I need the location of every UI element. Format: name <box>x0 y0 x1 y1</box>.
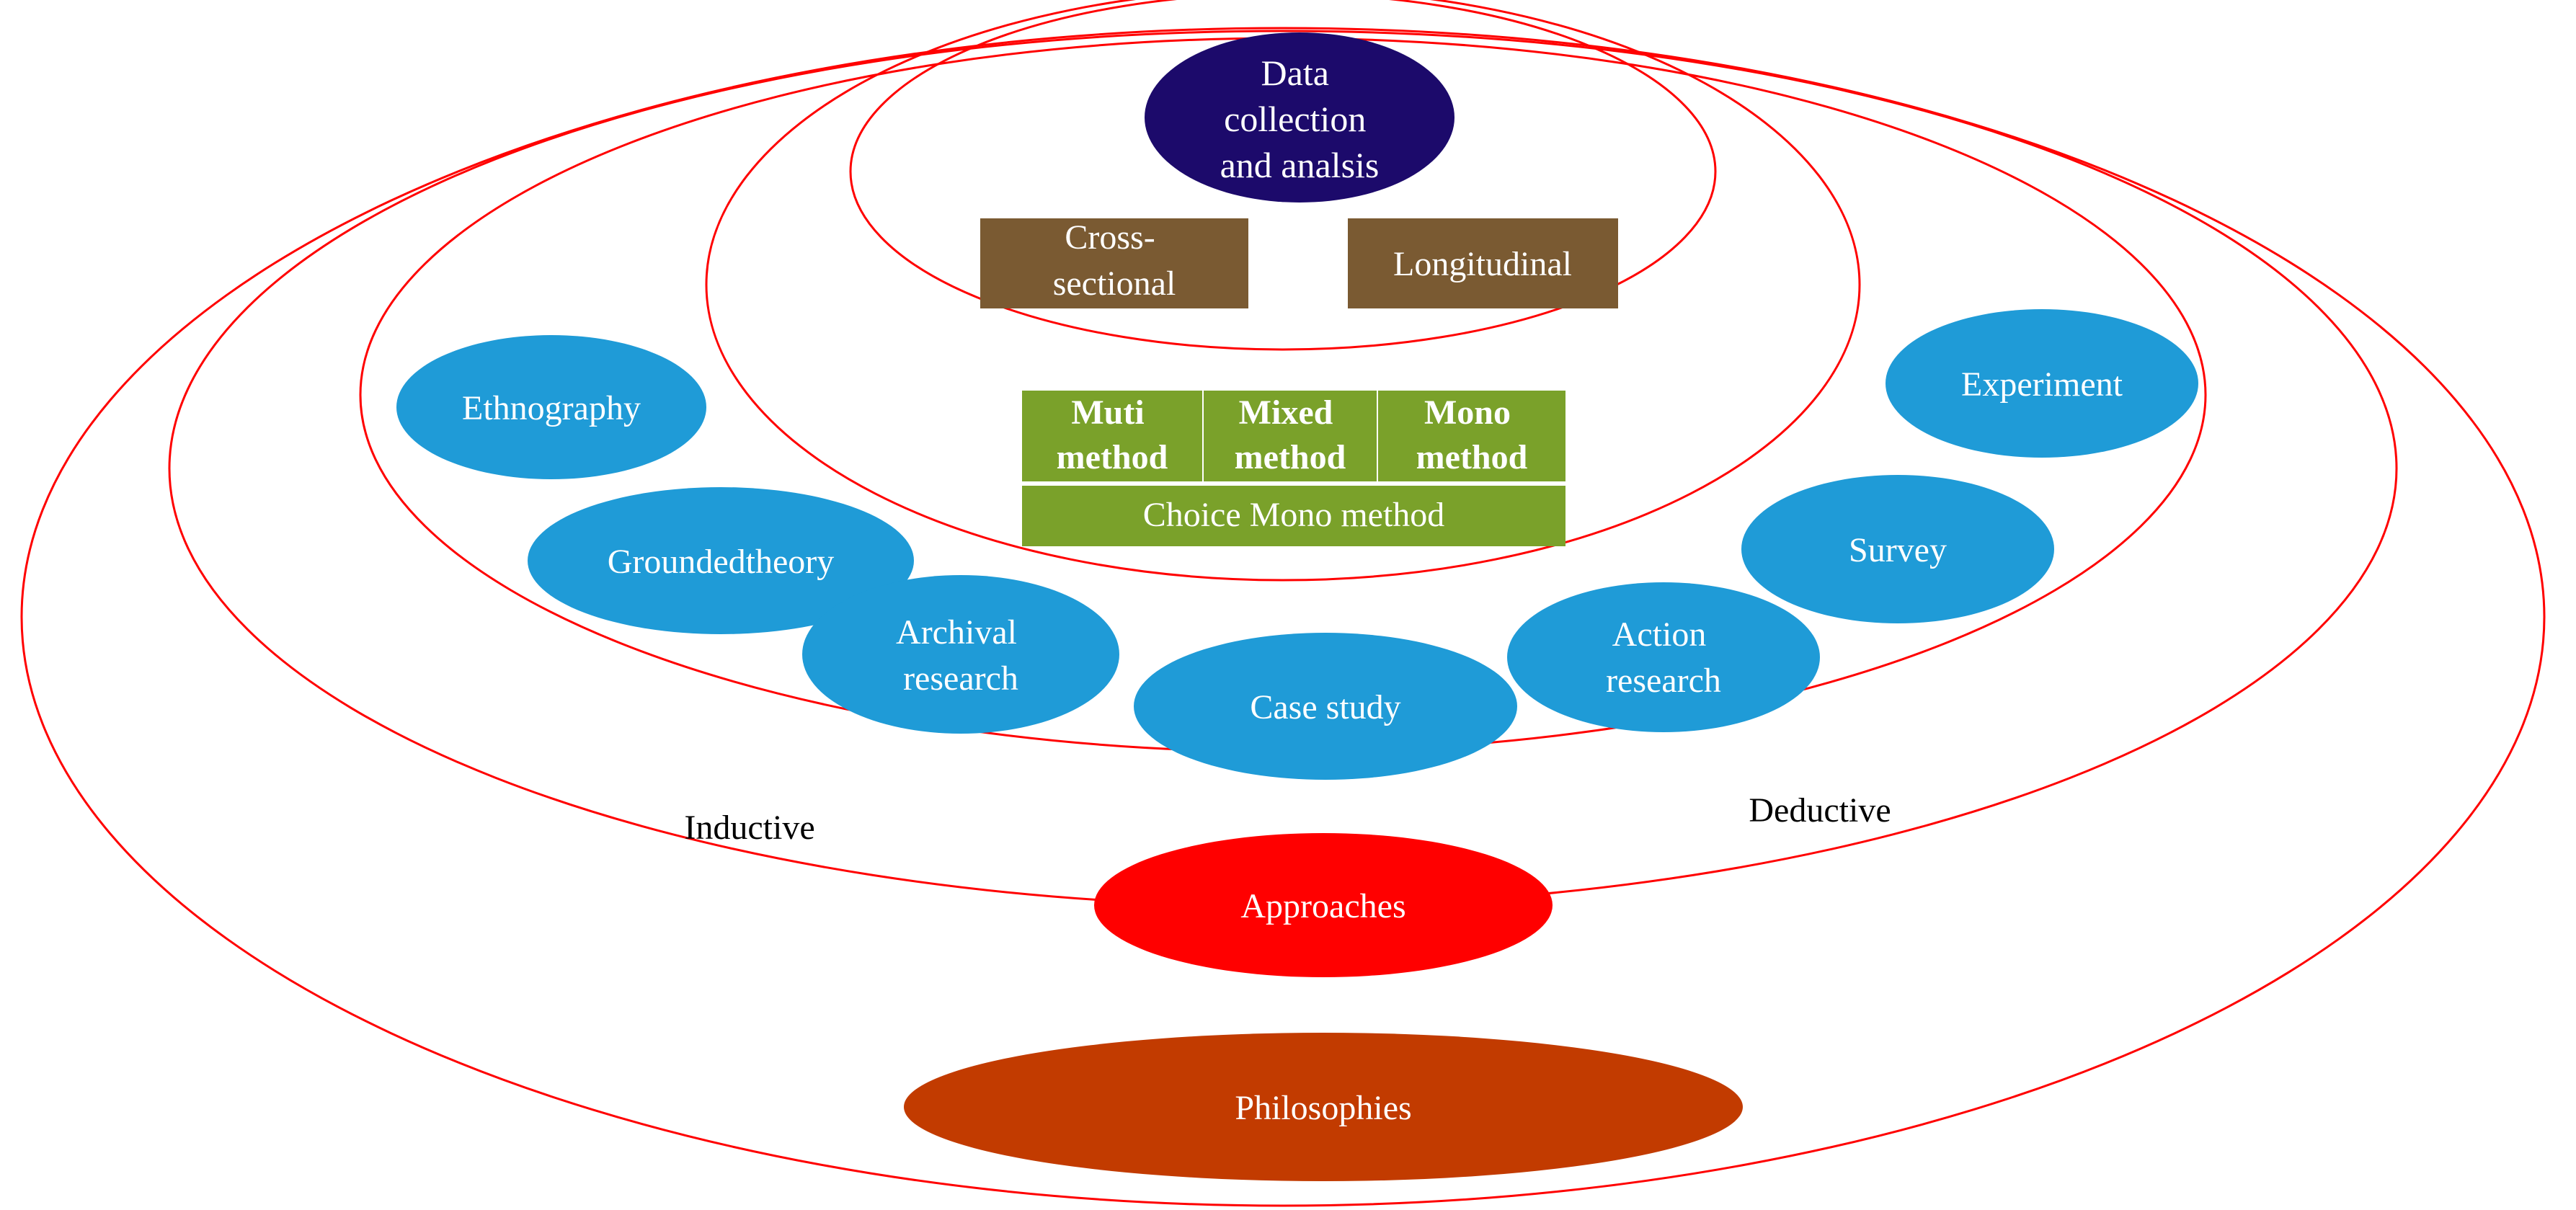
cross-sectional-box: Cross- sectional <box>980 218 1248 308</box>
action-research-shape <box>1507 582 1820 732</box>
mixed-line-2: method <box>1235 438 1346 476</box>
mono-method-box <box>1378 391 1565 481</box>
choice-banner-label: Choice Mono method <box>1143 496 1445 534</box>
data-collection-line-3: and analsis <box>1220 145 1380 185</box>
data-collection-node: Data collection and analsis <box>1145 32 1454 203</box>
archival-research-shape <box>802 575 1119 734</box>
grounded-theory-label: Groundedtheory <box>608 543 835 581</box>
cross-sectional-label: Cross- sectional <box>1053 218 1176 303</box>
mono-line-1: Mono <box>1424 393 1511 432</box>
longitudinal-label: Longitudinal <box>1393 245 1572 283</box>
case-study-label: Case study <box>1250 688 1400 726</box>
longitudinal-shape <box>1348 218 1618 308</box>
muti-line-2: method <box>1057 438 1168 476</box>
data-collection-label: Data collection and analsis <box>1220 53 1380 185</box>
choices-ring <box>705 0 1861 582</box>
muti-method-label: Muti method <box>1057 393 1168 476</box>
approaches-label: Approaches <box>1240 887 1405 925</box>
action-research-node: Action research <box>1507 582 1820 732</box>
grounded-theory-shape <box>528 487 914 634</box>
muti-method-box <box>1022 391 1202 481</box>
action-line-1: Action <box>1612 615 1707 654</box>
philosophies-node: Philosophies <box>904 1033 1743 1181</box>
archival-research-label: Archival research <box>896 613 1026 698</box>
data-collection-line-1: Data <box>1261 53 1329 93</box>
cross-sectional-line-1: Cross- <box>1065 218 1155 257</box>
choice-banner-box <box>1022 486 1565 546</box>
mono-line-2: method <box>1416 438 1528 476</box>
philosophies-label: Philosophies <box>1235 1089 1411 1127</box>
choices-group: Muti method Mixed method Mono method Cho… <box>1022 391 1565 546</box>
survey-shape <box>1741 475 2054 623</box>
philosophies-shape <box>904 1033 1743 1181</box>
case-study-shape <box>1134 633 1517 780</box>
philosophies-ring <box>20 27 2546 1207</box>
data-collection-line-2: collection <box>1224 99 1366 139</box>
approaches-shape <box>1094 833 1553 977</box>
deductive-label: Deductive <box>1749 791 1891 829</box>
ethnography-shape <box>396 335 706 479</box>
case-study-node: Case study <box>1134 633 1517 780</box>
experiment-label: Experiment <box>1961 365 2123 404</box>
grounded-theory-node: Groundedtheory <box>528 487 914 634</box>
archival-research-node: Archival research <box>802 575 1119 734</box>
cross-sectional-shape <box>980 218 1248 308</box>
longitudinal-box: Longitudinal <box>1348 218 1618 308</box>
experiment-node: Experiment <box>1886 309 2198 458</box>
mixed-method-box <box>1204 391 1377 481</box>
approaches-node: Approaches <box>1094 833 1553 977</box>
action-line-2: research <box>1606 662 1721 700</box>
archival-line-2: research <box>903 659 1018 698</box>
muti-line-1: Muti <box>1071 393 1144 432</box>
time-horizons-ring <box>849 0 1717 351</box>
inductive-label: Inductive <box>684 809 814 847</box>
mono-method-label: Mono method <box>1416 393 1528 476</box>
experiment-shape <box>1886 309 2198 458</box>
data-collection-shape <box>1145 32 1454 203</box>
ethnography-label: Ethnography <box>462 389 641 427</box>
ethnography-node: Ethnography <box>396 335 706 479</box>
action-research-label: Action research <box>1606 615 1721 700</box>
survey-node: Survey <box>1741 475 2054 623</box>
archival-line-1: Archival <box>896 613 1017 651</box>
strategies-group: Ethnography Groundedtheory Archival rese… <box>396 309 2198 780</box>
cross-sectional-line-2: sectional <box>1053 264 1176 303</box>
mixed-method-label: Mixed method <box>1235 393 1346 476</box>
mixed-line-1: Mixed <box>1239 393 1333 432</box>
survey-label: Survey <box>1849 531 1947 569</box>
